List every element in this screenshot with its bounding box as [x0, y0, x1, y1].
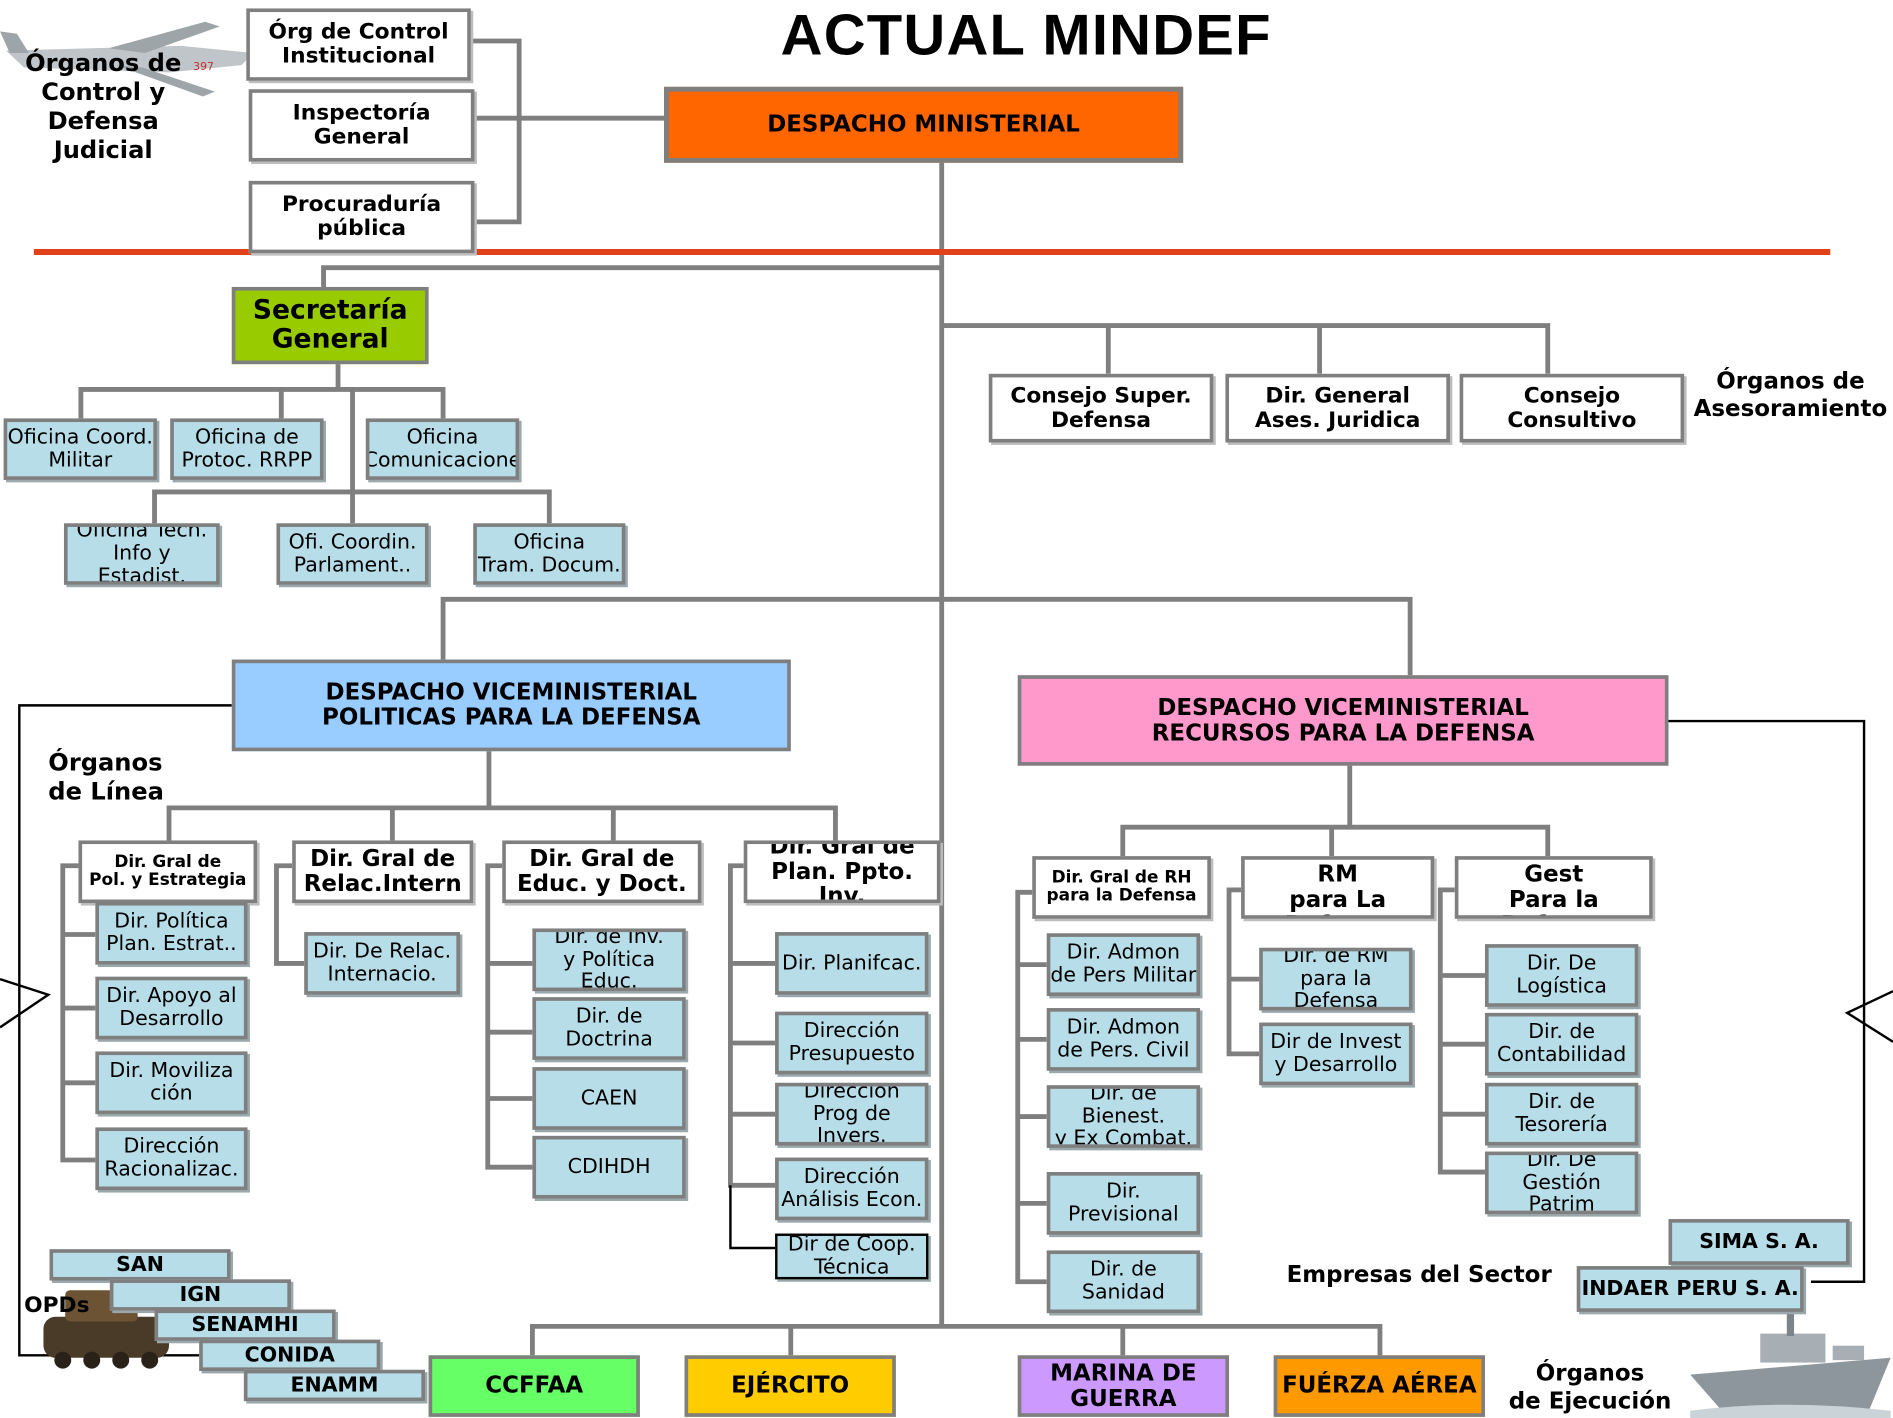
svg-text:397: 397	[193, 60, 214, 73]
vm-politicas-defensa[interactable]: DESPACHO VICEMINISTERIAL POLITICAS PARA …	[231, 659, 791, 752]
cdihdh[interactable]: CDIHDH	[532, 1135, 686, 1199]
military-aircraft-icon: 397	[0, 21, 254, 97]
dir-relac-internacio[interactable]: Dir. De Relac. Internacio.	[304, 932, 460, 995]
opd-enamm[interactable]: ENAMM	[243, 1369, 425, 1402]
warship-icon	[1690, 1299, 1891, 1418]
dir-tesoreria[interactable]: Dir. de Tesorería	[1484, 1082, 1639, 1146]
dir-planificac[interactable]: Dir. Planifcac.	[775, 932, 929, 995]
label-ejecucion: Órganos de Ejecución	[1508, 1360, 1672, 1415]
page-title: ACTUAL MINDEF	[780, 3, 1272, 68]
empresa-sima[interactable]: SIMA S. A.	[1668, 1219, 1850, 1265]
dir-gral-relac-intern[interactable]: Dir. Gral de Relac.Intern	[292, 840, 474, 904]
direccion-prog-invers[interactable]: Dirección Prog de Invers.	[775, 1082, 929, 1146]
oficina-tram-docum[interactable]: Oficina Tram. Docum.	[473, 523, 626, 585]
oficina-coord-militar[interactable]: Oficina Coord. Militar	[3, 418, 157, 480]
label-asesoramiento: Órganos de Asesoramiento	[1693, 367, 1888, 422]
opd-ign[interactable]: IGN	[109, 1279, 291, 1311]
oficina-coordin-parlament[interactable]: Ofi. Coordin. Parlament..	[276, 523, 429, 585]
dir-sanidad[interactable]: Dir. de Sanidad	[1046, 1250, 1201, 1314]
despacho-ministerial[interactable]: DESPACHO MINISTERIAL	[664, 86, 1184, 163]
secretaria-general[interactable]: Secretaría General	[231, 286, 429, 365]
vm-recursos-defensa[interactable]: DESPACHO VICEMINISTERIAL RECURSOS PARA L…	[1017, 675, 1669, 766]
dir-admon-pers-militar[interactable]: Dir. Admon de Pers Militar	[1046, 933, 1201, 996]
dir-logistica[interactable]: Dir. De Logística	[1484, 944, 1639, 1007]
label-control: Órganos de Control y Defensa Judicial	[25, 48, 182, 164]
caen[interactable]: CAEN	[532, 1067, 686, 1130]
dir-gral-pol-estrategia[interactable]: Dir. Gral de Pol. y Estrategia	[78, 840, 258, 904]
dir-admon-pers-civil[interactable]: Dir. Admon de Pers. Civil	[1046, 1008, 1201, 1071]
dir-inv-politica-educ[interactable]: Dir. de Inv. y Política Educ.	[532, 928, 686, 992]
ejercito[interactable]: EJÉRCITO	[684, 1355, 896, 1417]
ccffaa[interactable]: CCFFAA	[428, 1355, 640, 1417]
fuerza-aerea[interactable]: FUÉRZA AÉREA	[1273, 1355, 1485, 1417]
marina-de-guerra[interactable]: MARINA DE GUERRA	[1017, 1355, 1230, 1417]
dir-coop-tecnica[interactable]: Dir de Coop. Técnica	[775, 1233, 929, 1280]
direccion-analisis-econ[interactable]: Dirección Análisis Econ.	[775, 1157, 929, 1221]
opd-senamhi[interactable]: SENAMHI	[154, 1309, 336, 1341]
dir-general-ases-juridica[interactable]: Dir. General Ases. Juridica	[1225, 373, 1450, 443]
dir-gral-gest-defensa[interactable]: Dir. Gral de Gest Para la Defensa	[1454, 856, 1653, 919]
label-empresas: Empresas del Sector	[1286, 1261, 1552, 1288]
dir-movilizacion[interactable]: Dir. Moviliza ción	[95, 1051, 248, 1115]
opd-conida[interactable]: CONIDA	[199, 1339, 381, 1371]
dir-apoyo-desarrollo[interactable]: Dir. Apoyo al Desarrollo	[95, 976, 248, 1040]
dir-contabilidad[interactable]: Dir. de Contabilidad	[1484, 1012, 1639, 1076]
oficina-protoc-rrpp[interactable]: Oficina de Protoc. RRPP	[170, 418, 324, 480]
dir-rm-defensa[interactable]: Dir. de RM para la Defensa	[1259, 947, 1413, 1011]
dir-bienest-ex-combat[interactable]: Dir. de Bienest. y Ex Combat.	[1046, 1085, 1201, 1148]
opd-san[interactable]: SAN	[49, 1249, 231, 1281]
oficina-tecn-info[interactable]: Oficina Tecn. Info y Estadist.	[63, 523, 220, 585]
label-opds: OPDs	[24, 1292, 90, 1318]
dir-gral-rm-defensa[interactable]: Dir. Gral de RM para La Defensa	[1241, 856, 1435, 919]
label-linea: Órganos de Línea	[48, 747, 164, 806]
direccion-presupuesto[interactable]: Dirección Presupuesto	[775, 1011, 929, 1075]
dir-gestion-patrim[interactable]: Dir. De Gestión Patrim	[1484, 1151, 1639, 1215]
dir-gral-plan-ppto-inv[interactable]: Dir. Gral de Plan. Ppto. Inv.	[743, 840, 941, 904]
dir-previsional[interactable]: Dir. Previsional	[1046, 1172, 1201, 1235]
oficina-comunicaciones[interactable]: Oficina Comunicacione	[365, 418, 520, 480]
procuraduria-publica[interactable]: Procuraduría pública	[248, 180, 475, 254]
direccion-racionalizac[interactable]: Dirección Racionalizac.	[95, 1127, 248, 1191]
dir-invest-desarrollo[interactable]: Dir de Invest y Desarrollo	[1259, 1022, 1413, 1086]
dir-gral-rh-defensa[interactable]: Dir. Gral de RH para la Defensa	[1032, 856, 1211, 919]
consejo-super-defensa[interactable]: Consejo Super. Defensa	[988, 373, 1214, 443]
inspectoria-general[interactable]: Inspectoría General	[248, 89, 475, 162]
org-control-institucional[interactable]: Órg de Control Institucional	[246, 8, 471, 81]
consejo-consultivo[interactable]: Consejo Consultivo	[1459, 373, 1685, 443]
dir-doctrina[interactable]: Dir. de Doctrina	[532, 997, 686, 1060]
empresa-indaer-peru[interactable]: INDAER PERU S. A.	[1576, 1266, 1804, 1312]
dir-gral-educ-doct[interactable]: Dir. Gral de Educ. y Doct.	[502, 840, 702, 904]
dir-politica-plan-estrat[interactable]: Dir. Política Plan. Estrat..	[95, 901, 248, 965]
